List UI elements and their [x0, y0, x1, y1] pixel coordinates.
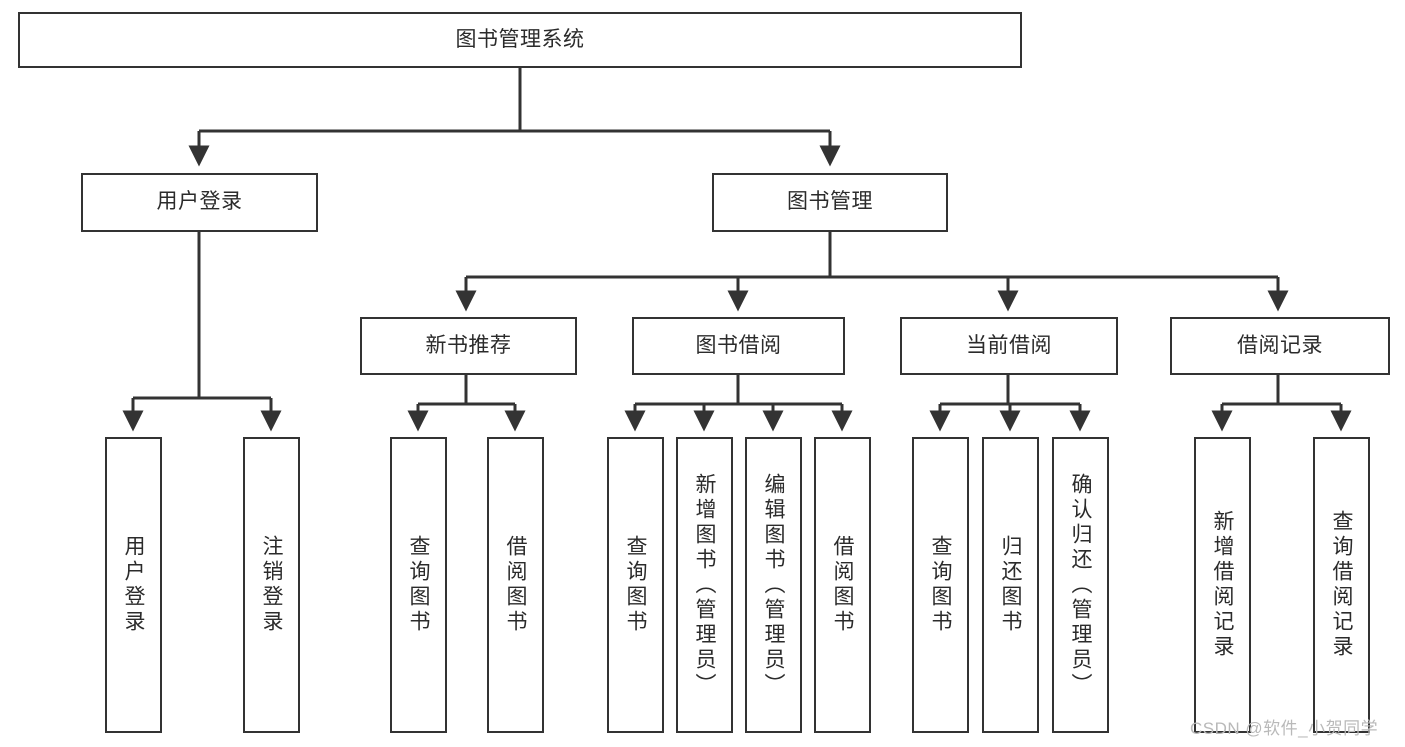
leaf-edit-book-admin[interactable]: 编辑图书（管理员） [745, 437, 802, 733]
leaf-query-book-borrow[interactable]: 查询图书 [607, 437, 664, 733]
leaf-logout[interactable]: 注销登录 [243, 437, 300, 733]
node-label: 新书推荐 [425, 333, 512, 357]
node-label: 编辑图书（管理员） [762, 472, 785, 698]
node-label: 新增图书（管理员） [693, 472, 716, 698]
node-root-system[interactable]: 图书管理系统 [18, 12, 1022, 68]
node-label: 用户登录 [122, 535, 145, 635]
leaf-add-book-admin[interactable]: 新增图书（管理员） [676, 437, 733, 733]
leaf-query-book-recommend[interactable]: 查询图书 [390, 437, 447, 733]
leaf-borrow-book-recommend[interactable]: 借阅图书 [487, 437, 544, 733]
node-label: 图书管理 [787, 190, 873, 214]
leaf-user-login[interactable]: 用户登录 [105, 437, 162, 733]
node-label: 借阅记录 [1237, 333, 1323, 357]
node-label: 查询借阅记录 [1330, 510, 1353, 660]
node-new-book-recommend[interactable]: 新书推荐 [360, 317, 577, 375]
leaf-query-borrow-record[interactable]: 查询借阅记录 [1313, 437, 1370, 733]
node-user-login[interactable]: 用户登录 [81, 173, 318, 232]
node-label: 查询图书 [624, 535, 647, 635]
node-label: 借阅图书 [831, 535, 854, 635]
leaf-add-borrow-record[interactable]: 新增借阅记录 [1194, 437, 1251, 733]
node-label: 借阅图书 [504, 535, 527, 635]
node-current-borrow[interactable]: 当前借阅 [900, 317, 1118, 375]
node-label: 用户登录 [156, 190, 243, 214]
node-label: 图书借阅 [695, 333, 782, 357]
node-book-borrow[interactable]: 图书借阅 [632, 317, 845, 375]
node-label: 确认归还（管理员） [1069, 472, 1092, 698]
watermark-text: CSDN @软件_小贺同学 [1190, 719, 1379, 738]
node-label: 归还图书 [999, 535, 1022, 635]
node-borrow-record[interactable]: 借阅记录 [1170, 317, 1390, 375]
leaf-borrow-book[interactable]: 借阅图书 [814, 437, 871, 733]
node-label: 查询图书 [407, 535, 430, 635]
node-label: 查询图书 [929, 535, 952, 635]
node-label: 图书管理系统 [455, 27, 585, 51]
node-label: 注销登录 [260, 535, 283, 635]
leaf-confirm-return-admin[interactable]: 确认归还（管理员） [1052, 437, 1109, 733]
leaf-query-book-current[interactable]: 查询图书 [912, 437, 969, 733]
node-book-management[interactable]: 图书管理 [712, 173, 948, 232]
node-label: 当前借阅 [966, 333, 1052, 357]
leaf-return-book[interactable]: 归还图书 [982, 437, 1039, 733]
node-label: 新增借阅记录 [1211, 510, 1234, 660]
